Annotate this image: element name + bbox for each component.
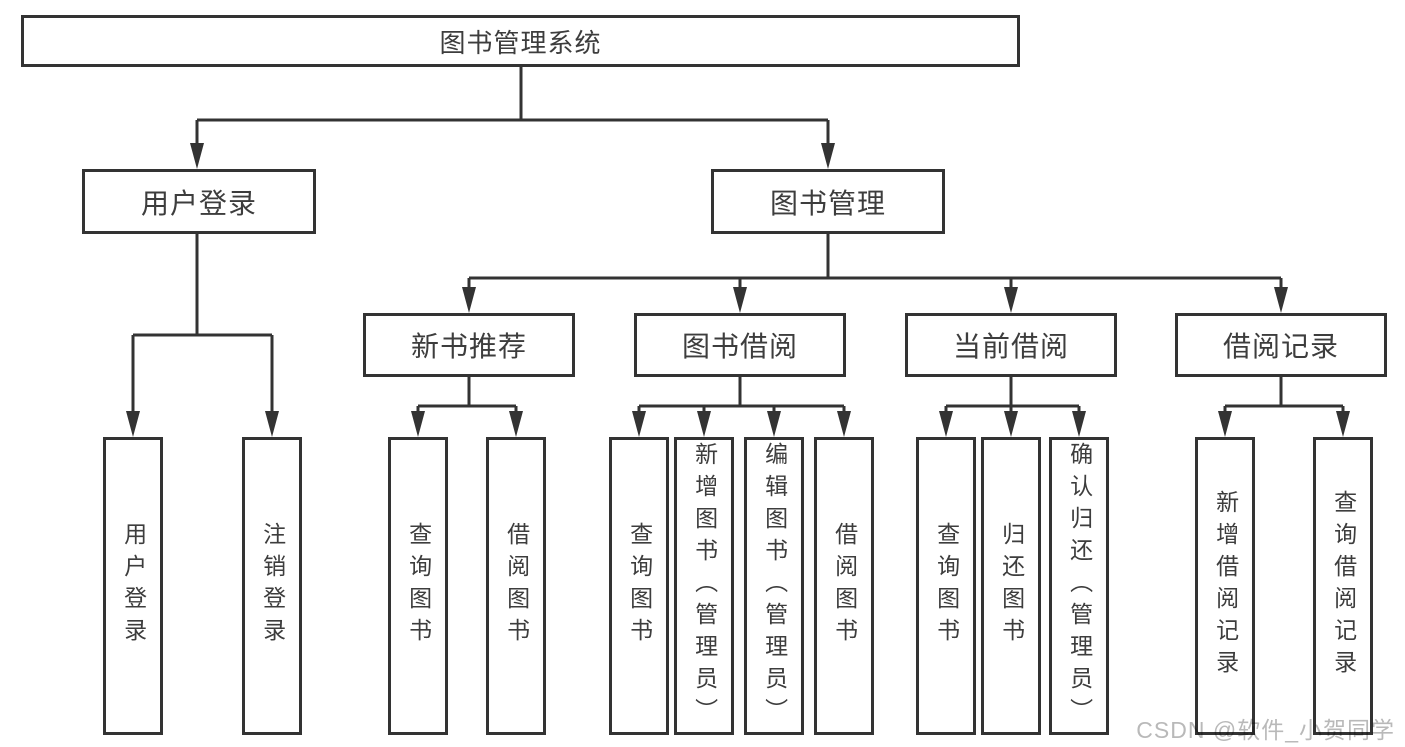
node-label: 用户登录: [140, 187, 257, 219]
leaf-borrow-books-borrowing: 借阅图书: [814, 437, 874, 735]
arrowheads: [126, 143, 1350, 437]
node-book-borrowing: 图书借阅: [634, 313, 846, 377]
node-label: 当前借阅: [952, 331, 1069, 362]
leaf-query-books-newbook: 查询图书: [388, 437, 448, 735]
leaf-label: 新增借阅记录: [1212, 490, 1239, 682]
leaf-add-borrow-record: 新增借阅记录: [1195, 437, 1255, 735]
leaf-label: 查询借阅记录: [1330, 490, 1357, 682]
node-borrowing-records: 借阅记录: [1175, 313, 1387, 377]
leaf-label: 借阅图书: [503, 522, 530, 650]
leaf-logout: 注销登录: [242, 437, 302, 735]
leaf-edit-book-admin: 编辑图书（管理员）: [744, 437, 804, 735]
node-label: 图书管理: [769, 187, 886, 219]
leaf-query-books-borrowing: 查询图书: [609, 437, 669, 735]
leaf-confirm-return-admin: 确认归还（管理员）: [1049, 437, 1109, 735]
leaf-label: 归还图书: [998, 522, 1025, 650]
node-label: 图书管理系统: [439, 27, 602, 58]
node-library-management-system: 图书管理系统: [21, 15, 1020, 67]
leaf-label: 确认归还（管理员）: [1066, 442, 1093, 730]
leaf-label: 新增图书（管理员）: [691, 442, 718, 730]
leaf-label: 借阅图书: [831, 522, 858, 650]
watermark: CSDN @软件_小贺同学: [1136, 717, 1395, 743]
leaf-user-login: 用户登录: [103, 437, 163, 735]
leaf-add-book-admin: 新增图书（管理员）: [674, 437, 734, 735]
node-label: 借阅记录: [1222, 331, 1339, 362]
node-label: 图书借阅: [681, 331, 798, 362]
leaf-return-books: 归还图书: [981, 437, 1041, 735]
leaf-label: 查询图书: [405, 522, 432, 650]
node-label: 新书推荐: [410, 331, 527, 362]
node-user-login: 用户登录: [82, 169, 316, 234]
leaf-query-borrow-record: 查询借阅记录: [1313, 437, 1373, 735]
node-book-management: 图书管理: [711, 169, 945, 234]
leaf-label: 查询图书: [933, 522, 960, 650]
leaf-query-books-current: 查询图书: [916, 437, 976, 735]
leaf-label: 编辑图书（管理员）: [761, 442, 788, 730]
leaf-label: 注销登录: [259, 522, 286, 650]
node-current-borrowing: 当前借阅: [905, 313, 1117, 377]
node-new-book-recommendation: 新书推荐: [363, 313, 575, 377]
leaf-label: 查询图书: [626, 522, 653, 650]
leaf-label: 用户登录: [120, 522, 147, 650]
leaf-borrow-books-newbook: 借阅图书: [486, 437, 546, 735]
